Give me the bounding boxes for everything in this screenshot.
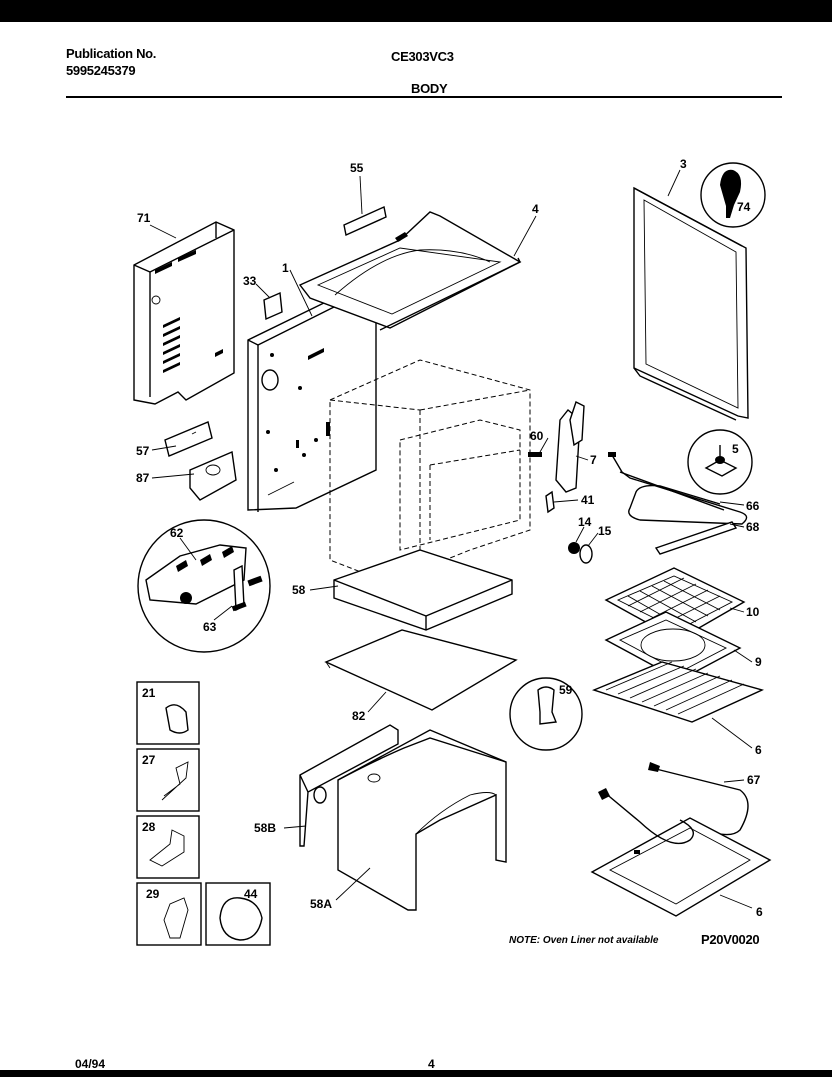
cabinet-body-outline bbox=[329, 359, 531, 600]
callout-21: 21 bbox=[142, 686, 156, 700]
part-68-strip bbox=[654, 521, 738, 555]
callout-58b: 58B bbox=[254, 821, 276, 835]
part-58b-liner-front bbox=[299, 724, 399, 847]
part-55-bracket bbox=[343, 206, 387, 236]
part-5-callout-circle bbox=[687, 429, 753, 495]
callout-57: 57 bbox=[136, 444, 150, 458]
part-1-back-panel bbox=[247, 299, 377, 512]
part-4-cooktop-frame bbox=[298, 211, 522, 331]
publication-number: 5995245379 bbox=[66, 63, 136, 78]
callout-67: 67 bbox=[747, 773, 761, 787]
diagram-code: P20V0020 bbox=[701, 932, 760, 947]
part-27-box bbox=[136, 748, 200, 812]
callout-8: 6 bbox=[756, 905, 763, 919]
part-74-callout-circle bbox=[700, 162, 766, 228]
callout-33: 33 bbox=[243, 274, 257, 288]
callout-71: 71 bbox=[137, 211, 151, 225]
callout-59: 59 bbox=[559, 683, 573, 697]
callout-labels: 71 33 1 55 4 3 74 5 57 87 60 7 41 66 68 … bbox=[136, 157, 763, 919]
callout-62: 62 bbox=[170, 526, 184, 540]
callout-14: 14 bbox=[578, 515, 592, 529]
callout-10: 10 bbox=[746, 605, 760, 619]
callout-60: 60 bbox=[530, 429, 544, 443]
footer-page-number: 4 bbox=[428, 1057, 435, 1071]
callout-3: 3 bbox=[680, 157, 687, 171]
callout-55: 55 bbox=[350, 161, 364, 175]
callout-44: 44 bbox=[244, 887, 258, 901]
part-57-bracket bbox=[164, 421, 213, 457]
part-21-box bbox=[136, 681, 200, 745]
part-62-63-detail-circle bbox=[137, 519, 271, 653]
bottom-black-border bbox=[0, 1070, 832, 1077]
callout-74: 74 bbox=[737, 200, 751, 214]
callout-41: 41 bbox=[581, 493, 595, 507]
part-58a-oven-liner bbox=[337, 729, 507, 911]
part-58-oven-bottom bbox=[333, 549, 513, 631]
callout-28: 28 bbox=[142, 820, 156, 834]
callout-63: 63 bbox=[203, 620, 217, 634]
part-29-box bbox=[136, 882, 202, 946]
publication-label: Publication No. bbox=[66, 46, 157, 61]
part-60-7-broil-element-brackets bbox=[528, 401, 585, 514]
part-3-front-panel bbox=[633, 186, 749, 421]
model-number: CE303VC3 bbox=[391, 49, 454, 64]
footer-date: 04/94 bbox=[75, 1057, 106, 1071]
callout-7: 7 bbox=[590, 453, 597, 467]
leader-lines bbox=[149, 169, 753, 909]
callout-15: 15 bbox=[598, 524, 612, 538]
part-8-oven-bottom bbox=[590, 788, 772, 917]
part-33-clip bbox=[263, 291, 283, 321]
part-6-oven-rack bbox=[591, 661, 765, 723]
callout-58: 58 bbox=[292, 583, 306, 597]
part-87-bracket bbox=[189, 450, 237, 501]
callout-66: 66 bbox=[746, 499, 760, 513]
note-oven-liner: NOTE: Oven Liner not available bbox=[509, 935, 659, 946]
callout-82: 82 bbox=[352, 709, 366, 723]
part-67-cord bbox=[648, 762, 749, 836]
callout-4: 4 bbox=[532, 202, 539, 216]
top-black-border bbox=[0, 0, 832, 22]
callout-29: 29 bbox=[146, 887, 160, 901]
callout-6-rack: 6 bbox=[755, 743, 762, 757]
header-rule bbox=[66, 96, 782, 98]
part-28-box bbox=[136, 815, 200, 879]
callout-58a: 58A bbox=[310, 897, 332, 911]
part-82-bottom-panel bbox=[324, 629, 518, 711]
callout-5: 5 bbox=[732, 442, 739, 456]
callout-27: 27 bbox=[142, 753, 156, 767]
section-title: BODY bbox=[411, 81, 448, 96]
callout-1: 1 bbox=[282, 261, 289, 275]
part-71-side-panel bbox=[133, 221, 235, 405]
part-44-box bbox=[205, 882, 271, 946]
callout-87: 87 bbox=[136, 471, 150, 485]
callout-68: 68 bbox=[746, 520, 760, 534]
part-66-bake-element bbox=[608, 452, 748, 525]
callout-9: 9 bbox=[755, 655, 762, 669]
part-14-15-light-socket bbox=[568, 542, 593, 564]
part-59-callout-circle bbox=[509, 677, 583, 751]
